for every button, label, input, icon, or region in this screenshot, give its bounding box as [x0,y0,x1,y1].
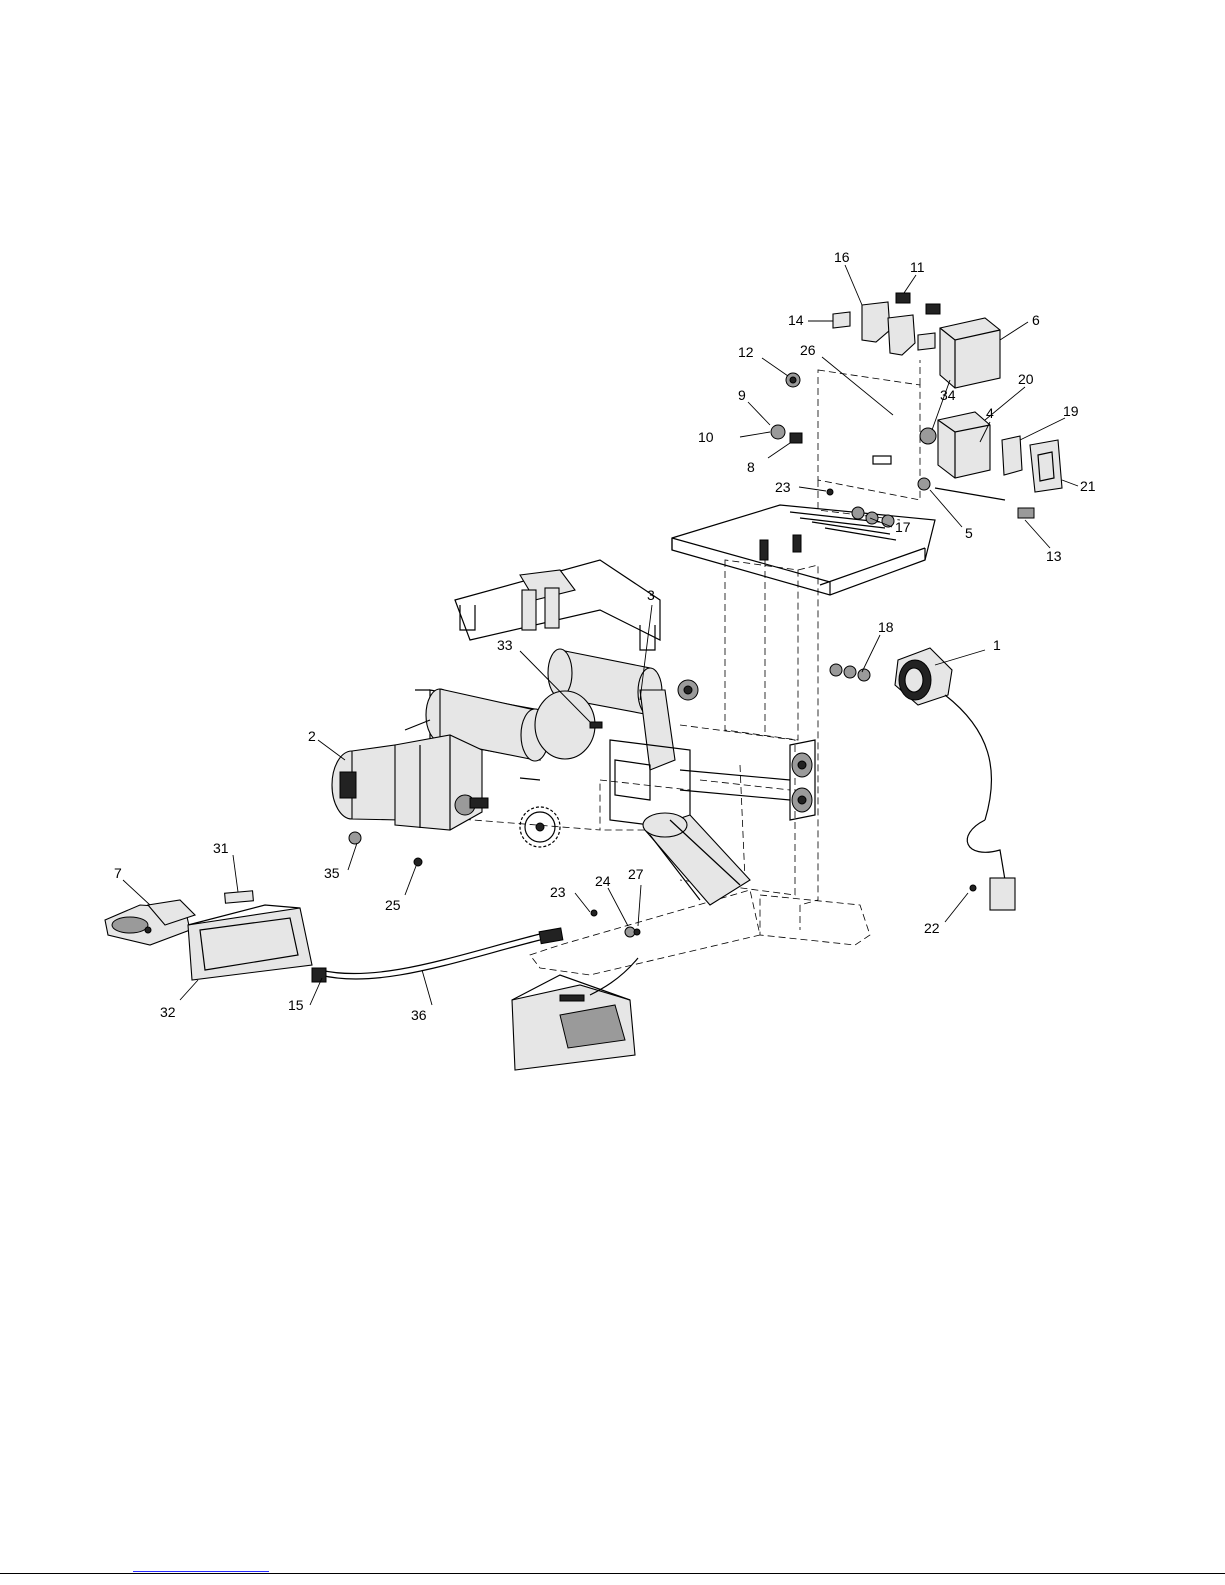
label-plate [225,891,254,903]
sprocket [520,807,560,847]
callout-5: 5 [965,525,973,541]
relay-components [833,293,940,355]
table-slots [790,512,896,540]
pedal-guard [188,905,312,980]
callout-3: 3 [647,587,655,603]
callout-23-top: 23 [775,479,791,495]
callout-25: 25 [385,897,401,913]
work-lamp [895,648,1015,910]
callout-36: 36 [411,1007,427,1023]
callout-33: 33 [497,637,513,653]
callout-18: 18 [878,619,894,635]
control-panel-plate [818,360,920,520]
callout-7: 7 [114,865,122,881]
foot-pedal-left [105,900,195,945]
callout-15: 15 [288,997,304,1013]
callout-6: 6 [1032,312,1040,328]
callout-23-bottom: 23 [550,884,566,900]
foot-pedal-right [512,975,635,1070]
callout-16: 16 [834,249,850,265]
callout-24: 24 [595,873,611,889]
callout-10: 10 [698,429,714,445]
footer-link-underline[interactable] [133,1571,269,1572]
callout-34: 34 [940,387,956,403]
callout-13: 13 [1046,548,1062,564]
callout-9: 9 [738,387,746,403]
callout-19: 19 [1063,403,1079,419]
callout-14: 14 [788,312,804,328]
leader-lines [123,265,1078,1005]
callout-22: 22 [924,920,940,936]
callout-4: 4 [986,405,994,421]
callout-17: 17 [895,519,911,535]
electrical-box [940,318,1000,388]
callout-8: 8 [747,459,755,475]
outlet-box [938,412,1062,492]
callout-11: 11 [910,259,925,275]
callout-35: 35 [324,865,340,881]
callout-32: 32 [160,1004,176,1020]
callout-20: 20 [1018,371,1034,387]
footer-rule [0,1573,1225,1574]
callout-31: 31 [213,840,229,856]
callout-12: 12 [738,344,754,360]
callout-1: 1 [993,637,1001,653]
callout-2: 2 [308,728,316,744]
callout-27: 27 [628,866,644,882]
air-cylinder [643,813,750,905]
callout-21: 21 [1080,478,1096,494]
motor [332,735,488,830]
callout-26: 26 [800,342,816,358]
